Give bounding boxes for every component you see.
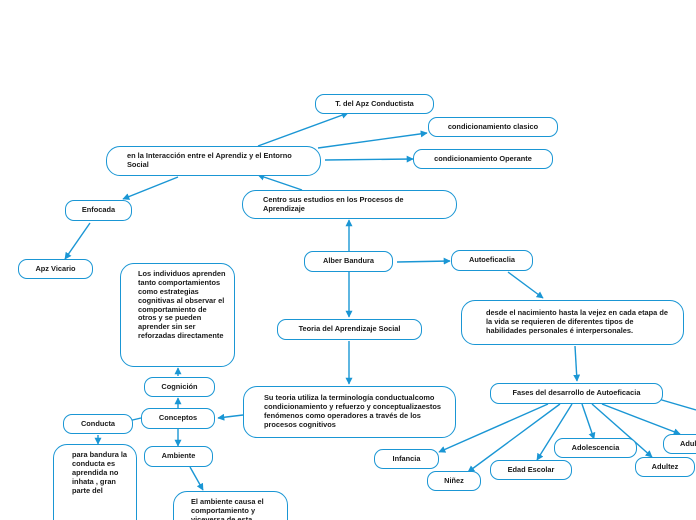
node-condicionamiento-operante[interactable]: condicionamiento Operante xyxy=(413,149,553,169)
connector xyxy=(573,345,581,382)
node-autoeficacia[interactable]: Autoeficaclia xyxy=(451,250,533,271)
node-centro-estudios[interactable]: Centro sus estudios en los Procesos de A… xyxy=(242,190,457,219)
node-ninez[interactable]: Niñez xyxy=(427,471,481,491)
node-label: Su teoria utiliza la terminología conduc… xyxy=(264,393,442,429)
node-label: T. del Apz Conductista xyxy=(335,98,414,108)
connector xyxy=(257,173,303,191)
node-label: Conducta xyxy=(80,418,116,428)
node-label: Niñez xyxy=(444,475,464,485)
node-label: Enfocada xyxy=(81,205,116,215)
node-interaccion-aprendiz-entorno[interactable]: en la Interacción entre el Aprendiz y el… xyxy=(106,146,321,176)
connector xyxy=(317,130,428,149)
connector xyxy=(396,257,451,265)
node-cognicion[interactable]: Cognición xyxy=(144,377,215,397)
connector xyxy=(581,403,596,440)
node-label: Edad Escolar xyxy=(507,464,555,474)
node-adolescencia[interactable]: Adolescencia xyxy=(554,438,637,458)
connector xyxy=(438,403,549,453)
node-label: Adolescencia xyxy=(571,442,620,452)
connector xyxy=(189,466,204,491)
node-label: Apz Vicario xyxy=(35,263,76,273)
node-el-ambiente[interactable]: El ambiente causa el comportamiento y vi… xyxy=(173,491,288,520)
node-fases-desarrollo[interactable]: Fases del desarrollo de Autoeficacia xyxy=(490,383,663,404)
node-t-apz-conductista[interactable]: T. del Apz Conductista xyxy=(315,94,434,114)
node-conceptos[interactable]: Conceptos xyxy=(141,408,215,429)
node-adultez-cut[interactable]: Adul xyxy=(663,434,696,454)
node-label: en la Interacción entre el Aprendiz y el… xyxy=(127,151,292,169)
node-label: para bandura la conducta es aprendida no… xyxy=(72,450,128,495)
node-alber-bandura[interactable]: Alber Bandura xyxy=(304,251,393,272)
node-conducta[interactable]: Conducta xyxy=(63,414,133,434)
node-desde-nacimiento[interactable]: desde el nacimiento hasta la vejez en ca… xyxy=(461,300,684,345)
node-label: Centro sus estudios en los Procesos de A… xyxy=(263,194,404,213)
node-enfocada[interactable]: Enfocada xyxy=(65,200,132,221)
connector xyxy=(217,413,244,421)
node-label: Teoria del Aprendizaje Social xyxy=(298,324,401,334)
node-label: Adultez xyxy=(651,461,679,471)
node-label: Los individuos aprenden tanto comportami… xyxy=(138,269,226,341)
connector xyxy=(64,222,91,260)
node-para-bandura[interactable]: para bandura la conducta es aprendida no… xyxy=(53,444,137,520)
node-label: Infancia xyxy=(392,453,421,463)
node-label: Autoeficaclia xyxy=(468,255,515,265)
node-label: Conceptos xyxy=(158,413,198,423)
connector xyxy=(507,271,544,299)
node-label: condicionamiento clasico xyxy=(447,121,539,131)
node-label: El ambiente causa el comportamiento y vi… xyxy=(191,497,264,520)
node-edad-escolar[interactable]: Edad Escolar xyxy=(490,460,572,480)
node-label: Cognición xyxy=(161,381,198,391)
connector xyxy=(324,155,414,163)
node-label: condicionamiento Operante xyxy=(434,153,532,163)
node-individuos-aprenden[interactable]: Los individuos aprenden tanto comportami… xyxy=(120,263,235,367)
node-infancia[interactable]: Infancia xyxy=(374,449,439,469)
connector xyxy=(536,403,573,461)
node-ambiente[interactable]: Ambiente xyxy=(144,446,213,467)
node-su-teoria[interactable]: Su teoria utiliza la terminología conduc… xyxy=(243,386,456,438)
connector xyxy=(122,176,179,200)
node-label: Ambiente xyxy=(161,451,196,461)
node-apz-vicario[interactable]: Apz Vicario xyxy=(18,259,93,279)
connector xyxy=(601,403,681,436)
node-condicionamiento-clasico[interactable]: condicionamiento clasico xyxy=(428,117,558,137)
node-label: Alber Bandura xyxy=(323,256,374,266)
node-label: Adul xyxy=(680,438,696,448)
node-label: desde el nacimiento hasta la vejez en ca… xyxy=(486,308,668,335)
connector xyxy=(654,397,696,411)
connector xyxy=(257,111,349,147)
connector xyxy=(591,403,653,458)
node-adultez[interactable]: Adultez xyxy=(635,457,695,477)
node-teoria-aprendizaje-social[interactable]: Teoria del Aprendizaje Social xyxy=(277,319,422,340)
connector xyxy=(467,403,561,473)
node-label: Fases del desarrollo de Autoeficacia xyxy=(512,388,641,398)
